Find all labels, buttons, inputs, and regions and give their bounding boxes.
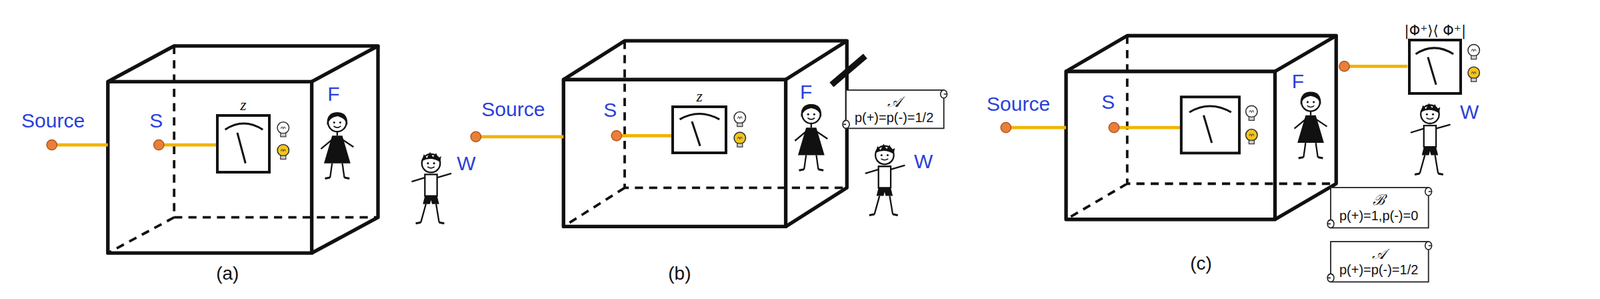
result-scroll: 𝒜p(+)=p(-)=1/2	[1326, 238, 1434, 285]
meter-dial	[1181, 96, 1240, 153]
meter-dial	[225, 48, 1454, 164]
meter-dial	[1416, 48, 1454, 54]
scroll-curl	[940, 90, 947, 98]
source-dot	[1339, 61, 1350, 72]
scroll-curl	[1424, 241, 1432, 250]
meter-dial	[1203, 115, 1212, 143]
part-name: S	[603, 98, 617, 122]
source-dot	[611, 130, 622, 141]
lab-box	[563, 40, 847, 80]
scroll-curl	[1327, 219, 1334, 228]
probability-text: p(+)=1,p(-)=0	[1339, 208, 1418, 224]
lab-box	[1066, 36, 1336, 220]
result-scroll: ℬp(+)=1,p(-)=0	[1326, 184, 1434, 231]
part-name: W	[456, 152, 476, 175]
probability-text: p(+)=p(-)=1/2	[854, 110, 934, 126]
part-name: Source	[986, 92, 1050, 116]
part-name: W	[914, 150, 933, 173]
meter-dial	[1428, 57, 1436, 85]
probability-text: p(+)=p(-)=1/2	[1339, 262, 1418, 278]
scroll-curl	[842, 120, 850, 128]
lab-box	[1066, 36, 1336, 220]
part-name: F	[800, 80, 812, 104]
meter-dial	[1189, 106, 1232, 112]
device-label: z	[696, 87, 703, 106]
part-name: S	[1101, 90, 1115, 114]
wigner-figure	[411, 102, 1450, 223]
wigner-figure	[865, 144, 906, 216]
wire	[616, 134, 672, 138]
panel-letter: (a)	[216, 262, 239, 284]
meter-dial	[237, 132, 246, 164]
source-dot	[1000, 122, 1011, 132]
lab-box	[1275, 36, 1337, 220]
part-name: Source	[21, 109, 85, 132]
bulb	[277, 44, 1480, 160]
lab-box	[108, 46, 378, 253]
lab-box	[786, 40, 848, 226]
lab-box	[1066, 36, 1336, 72]
bulb	[1246, 105, 1258, 120]
part-name: Source	[481, 98, 545, 121]
measuring-device: |Φ⁺⟩⟨ Φ⁺|	[1408, 38, 1462, 95]
scroll-title: 𝒜	[1372, 245, 1386, 262]
scroll-outline	[1330, 241, 1429, 282]
wire	[158, 143, 217, 147]
wire	[1344, 64, 1408, 68]
meter-dial	[680, 113, 720, 119]
meter-dial	[225, 123, 264, 130]
bulb	[734, 132, 746, 147]
friend-figure	[1294, 92, 1328, 158]
wire	[52, 143, 108, 147]
bulb	[1468, 44, 1480, 60]
part-name: S	[149, 109, 163, 132]
lab-box	[563, 40, 847, 226]
wigner-figure	[411, 152, 452, 224]
scroll-outline	[846, 90, 944, 128]
source-dot	[470, 131, 481, 142]
wire	[1006, 126, 1066, 130]
friend-figure	[320, 92, 1327, 179]
lab-box	[108, 81, 312, 253]
lab-box	[563, 40, 866, 226]
bulb	[734, 112, 746, 127]
source-dot	[1108, 122, 1119, 132]
lab-box	[312, 46, 378, 253]
bulb	[1246, 129, 1258, 144]
device-label: |Φ⁺⟩⟨ Φ⁺|	[1404, 22, 1466, 39]
scroll-curl	[1424, 187, 1432, 196]
meter-dial	[692, 121, 700, 146]
part-name: F	[1292, 70, 1304, 93]
lab-box	[108, 46, 378, 253]
friend-figure	[794, 104, 828, 170]
measuring-device: z	[671, 105, 728, 154]
bulb	[1468, 66, 1480, 82]
friend-figure	[320, 112, 354, 178]
device-label: z	[240, 96, 246, 114]
scroll-title: 𝒜	[887, 93, 902, 110]
part-name: F	[327, 82, 340, 106]
bulb	[277, 144, 289, 159]
panel-letter: (b)	[668, 262, 691, 284]
wire	[476, 135, 564, 139]
measuring-device: z	[216, 114, 270, 174]
wigner-figure	[1410, 102, 1451, 174]
lab-box	[108, 46, 378, 82]
source-dot	[154, 139, 164, 150]
lab-box	[1066, 71, 1275, 220]
scroll-curl	[1327, 273, 1334, 282]
wire	[1114, 126, 1182, 130]
part-name: W	[1460, 100, 1479, 124]
source-dot	[46, 139, 57, 150]
bulb	[277, 122, 289, 137]
lab-box	[831, 56, 865, 85]
wire	[52, 66, 1408, 145]
scroll-outline	[1330, 187, 1429, 228]
scroll-title: ℬ	[1372, 191, 1385, 208]
panel-letter: (c)	[1190, 252, 1212, 274]
result-scroll: 𝒜p(+)=p(-)=1/2	[842, 86, 950, 132]
